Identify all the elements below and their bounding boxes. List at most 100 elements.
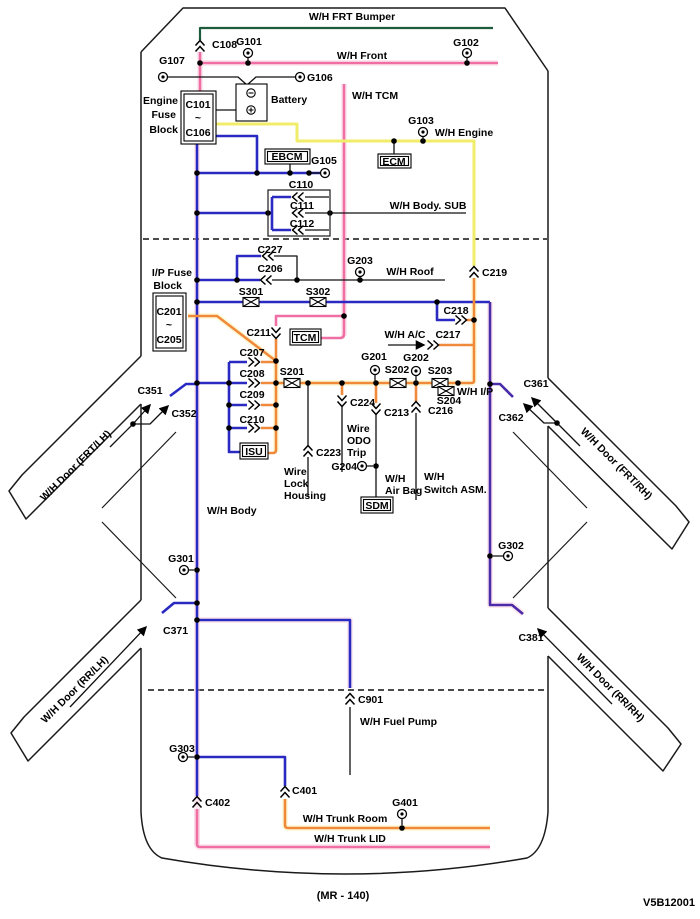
- label-wh-roof: W/H Roof: [386, 266, 434, 278]
- wire-wh-engine: [216, 122, 476, 266]
- label-c208: C208: [239, 368, 264, 380]
- label-g301: G301: [168, 553, 194, 565]
- wire-c361-arrow: [530, 396, 558, 424]
- label-c402: C402: [205, 797, 230, 809]
- c110-c112-bracket: [267, 189, 331, 237]
- label-door-rr-rh: W/H Door (RR/RH): [574, 651, 647, 724]
- wire-body-to-fuel: [197, 618, 352, 688]
- label-s203: S203: [428, 365, 453, 377]
- labels: W/H FRT Bumper C108 G101 W/H Front G102 …: [38, 11, 695, 909]
- s302-splice-icon: [309, 296, 327, 308]
- label-wh-switch-1: W/H: [424, 471, 444, 483]
- label-lock-1: Wire: [284, 466, 307, 478]
- label-wh-switch-2: Switch ASM.: [424, 484, 487, 496]
- wire-c227-blue: [197, 254, 261, 282]
- label-c223: C223: [316, 447, 341, 459]
- label-engine-fuse-3: Block: [149, 124, 178, 136]
- s301-splice-icon: [242, 296, 260, 308]
- label-wh-frt-bumper: W/H FRT Bumper: [309, 11, 395, 23]
- g202-ground-icon: [410, 365, 422, 377]
- label-c217: C217: [435, 329, 460, 341]
- label-g101: G101: [236, 36, 262, 48]
- label-c211: C211: [246, 327, 271, 339]
- c401-connector-icon: [279, 785, 291, 799]
- label-c219: C219: [482, 267, 507, 279]
- label-g103: G103: [408, 115, 434, 127]
- ebcm-box-inner: [266, 150, 309, 163]
- label-c210: C210: [239, 414, 264, 426]
- component-boxes: [152, 83, 412, 514]
- wire-right-purple: [488, 302, 524, 616]
- label-c110: C110: [289, 179, 314, 191]
- wire-wh-frt-bumper: [198, 26, 493, 40]
- label-odo-3: Trip: [347, 447, 366, 459]
- label-c351: C351: [137, 385, 162, 397]
- battery-box: [235, 83, 268, 122]
- label-wh-fuel-pump: W/H Fuel Pump: [360, 716, 437, 728]
- label-wh-tcm: W/H TCM: [352, 90, 398, 102]
- label-c111: C111: [290, 200, 314, 212]
- s202-splice-icon: [389, 377, 407, 389]
- wire-c218-c217-orange: [340, 318, 474, 403]
- label-c213: C213: [384, 407, 409, 419]
- wire-g107-g106: [167, 76, 296, 86]
- label-c201: C201: [156, 306, 181, 318]
- label-g201: G201: [361, 351, 387, 363]
- g102-ground-icon: [461, 47, 473, 59]
- c108-connector-icon: [194, 39, 206, 53]
- label-lock-3: Housing: [284, 490, 326, 502]
- wire-c371-arrow: [69, 625, 148, 708]
- glow-right-purple: [487, 302, 525, 617]
- wire-wh-trunk-lid: [195, 809, 490, 849]
- label-c901: C901: [358, 694, 383, 706]
- door-strip-rr-lh: [10, 599, 142, 762]
- label-g106: G106: [307, 72, 333, 84]
- label-g105: G105: [311, 155, 337, 167]
- wire-ip-bracket-orange: [261, 360, 278, 455]
- c216-connector-icon: [410, 400, 422, 414]
- label-wh-body: W/H Body: [207, 505, 257, 517]
- wire-c371-stub: [161, 601, 197, 614]
- wire-c381-arrow: [536, 627, 613, 705]
- wire-wh-tcm: [321, 84, 346, 340]
- label-g102: G102: [453, 37, 479, 49]
- label-g303: G303: [169, 743, 195, 755]
- label-ip-fuse-2: Block: [153, 280, 182, 292]
- label-engine-fuse-1: Engine: [143, 95, 178, 107]
- g103-ground-icon: [417, 126, 429, 138]
- label-wh-airbag-2: Air Bag: [385, 485, 422, 497]
- label-odo-1: Wire: [347, 423, 370, 435]
- g107-ground-icon: [157, 71, 169, 83]
- g105-ground-icon: [319, 167, 331, 179]
- tcm-box-inner: [291, 330, 320, 344]
- label-lock-2: Lock: [284, 478, 309, 490]
- g106-ground-icon: [294, 71, 306, 83]
- wire-body-sub-blue: [197, 195, 291, 232]
- c209-connector-icon: [247, 399, 261, 411]
- label-ip-fuse-1: I/P Fuse: [152, 267, 192, 279]
- c223-connector-icon: [302, 444, 314, 458]
- wire-c351-arrow: [132, 403, 151, 425]
- label-g202: G202: [403, 352, 429, 364]
- g201-ground-icon: [369, 364, 381, 376]
- label-c207: C207: [239, 347, 264, 359]
- label-isu: ISU: [245, 446, 263, 458]
- c217-connector-icon: [426, 339, 440, 351]
- label-c216: C216: [428, 405, 453, 417]
- wire-door-frt-lh: [109, 423, 134, 448]
- label-wh-airbag-1: W/H: [385, 473, 405, 485]
- sdm-box-inner: [362, 498, 392, 512]
- s201-splice-icon: [283, 377, 301, 389]
- wire-c218-blue: [435, 302, 455, 322]
- g302-ground-icon: [502, 550, 514, 562]
- label-c401: C401: [292, 785, 317, 797]
- g401-ground-icon: [396, 808, 408, 820]
- door-strip-frt-rh: [547, 377, 690, 550]
- label-g204: G204: [331, 461, 357, 473]
- label-c205: C205: [156, 334, 181, 346]
- body-sill-wedge-left: [101, 431, 177, 599]
- body-bottom-edge: [140, 811, 549, 875]
- label-c101: C101: [185, 99, 210, 111]
